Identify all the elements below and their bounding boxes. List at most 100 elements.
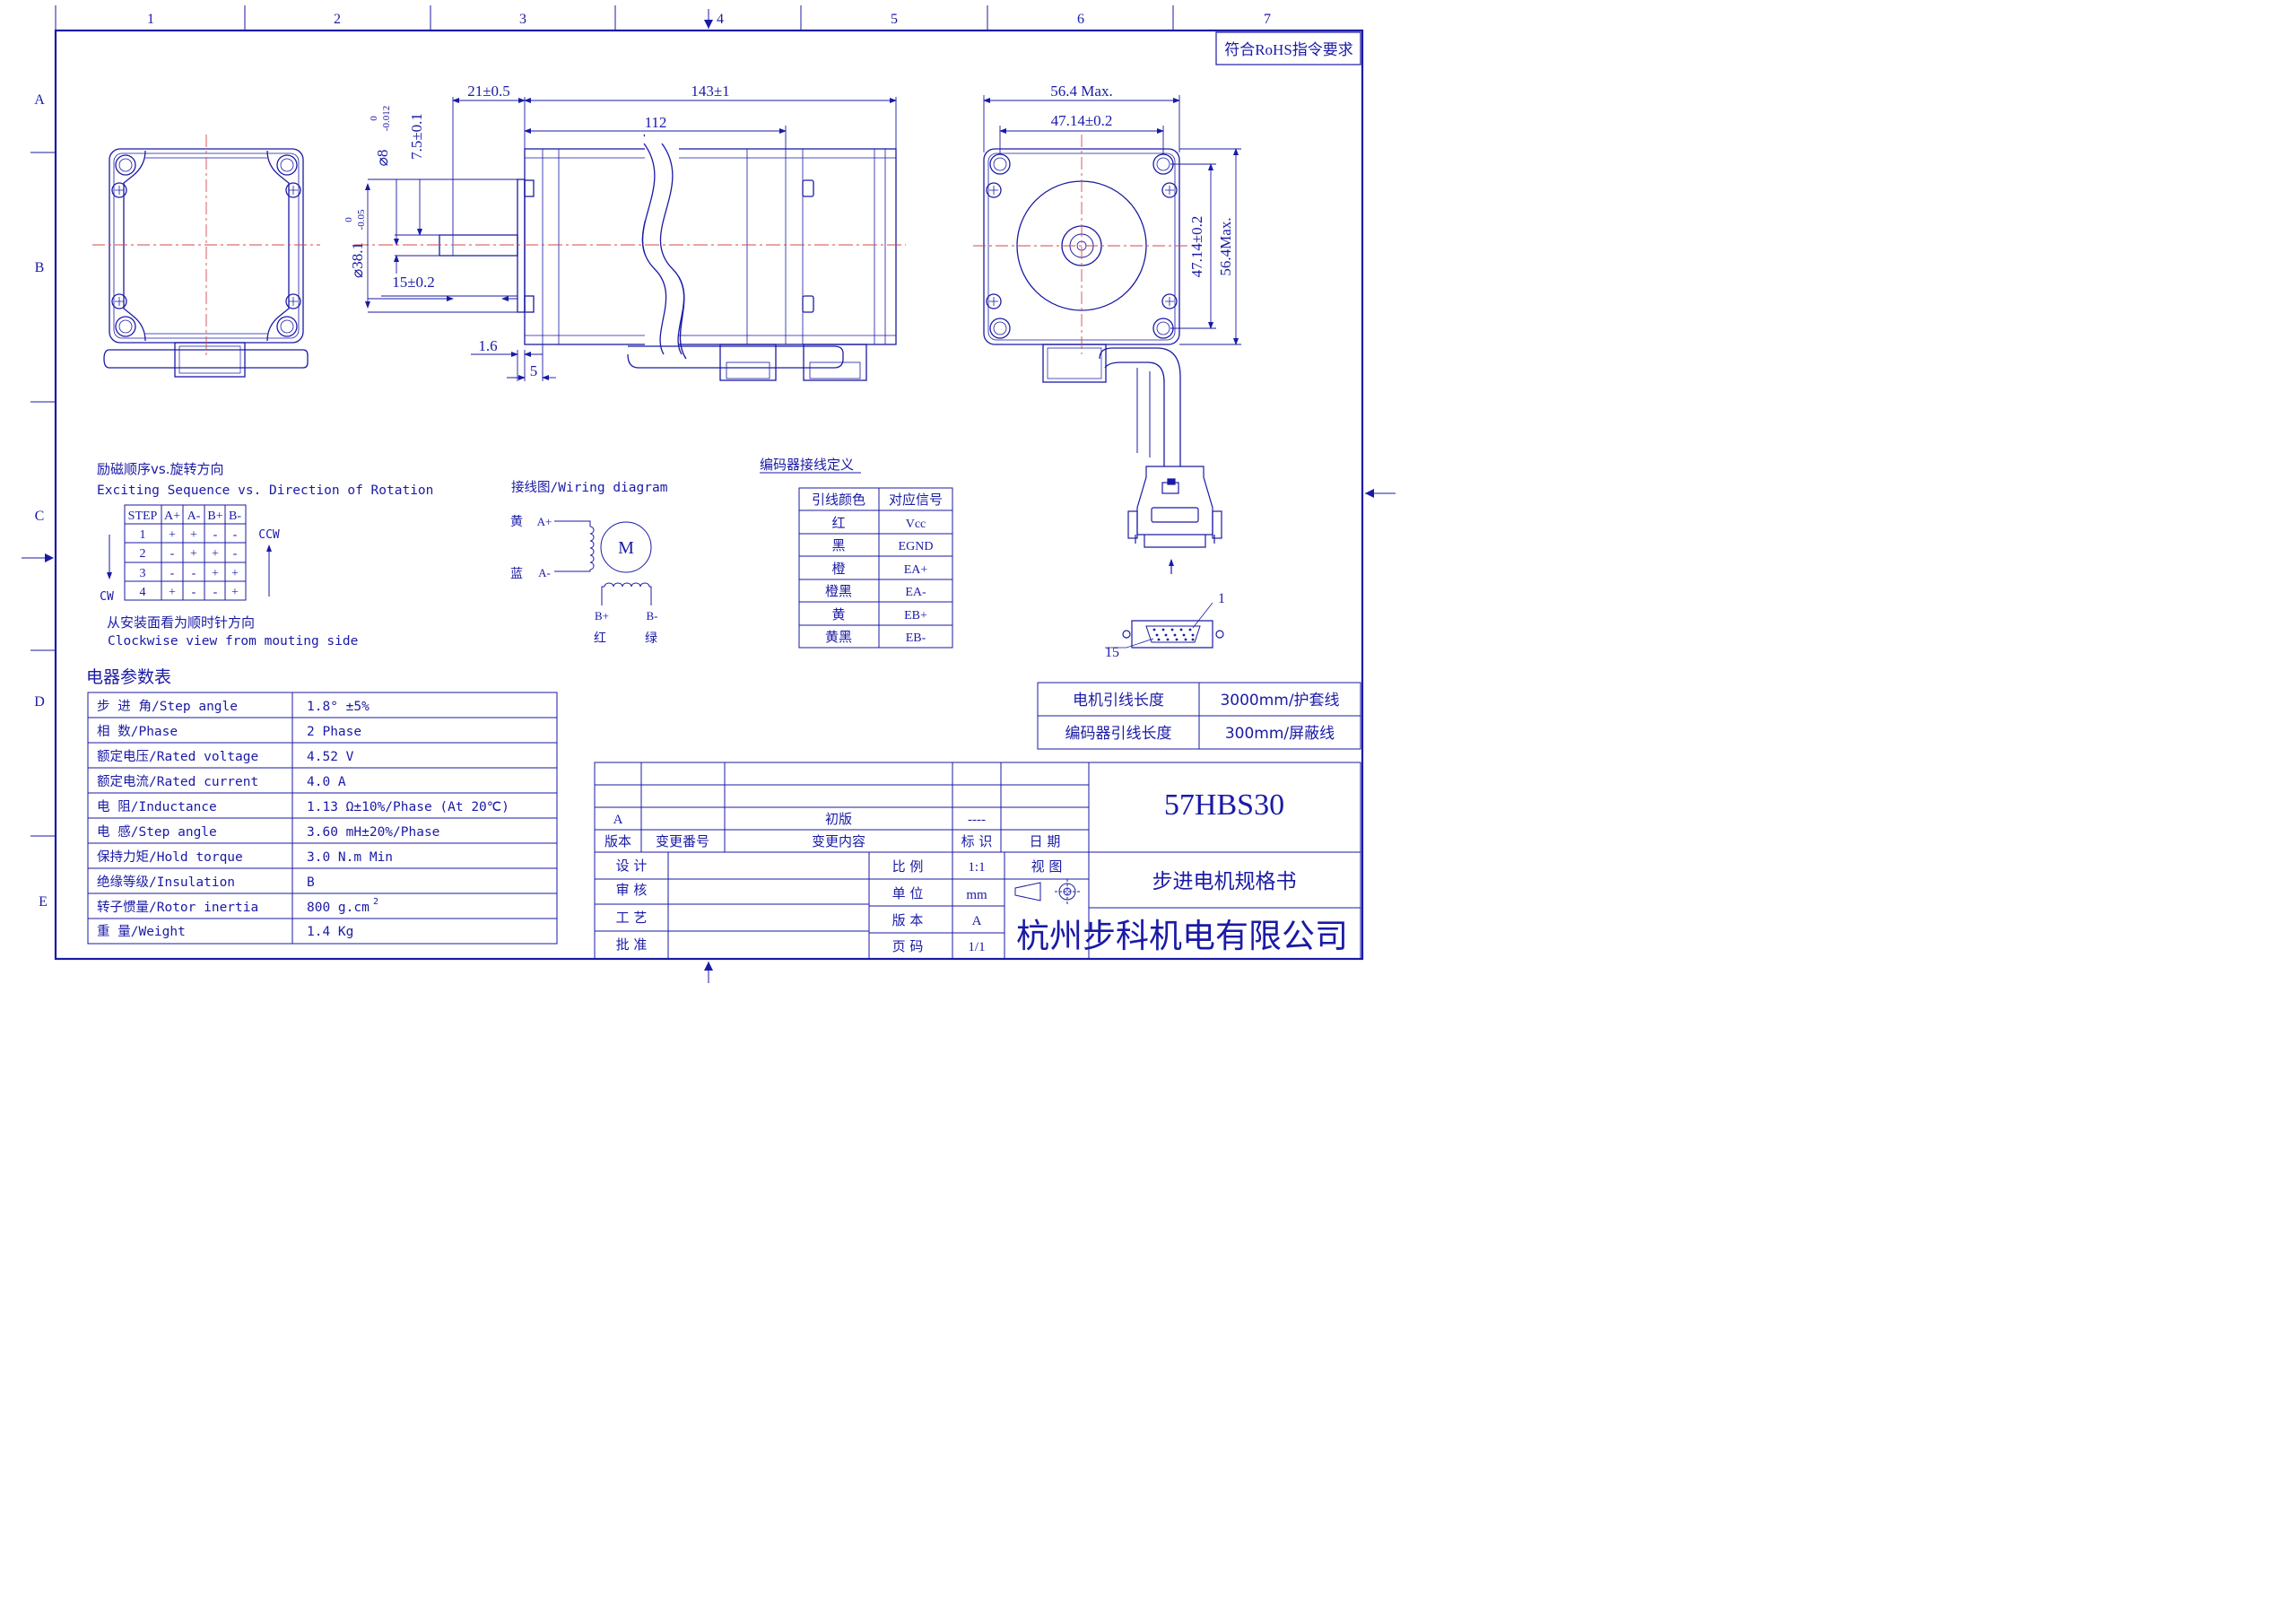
exciting-header: STEP [128, 509, 158, 523]
dim-112: 112 [645, 114, 667, 131]
electrical-title: 电器参数表 [86, 667, 171, 687]
encoder-color: 橙黑 [825, 583, 852, 599]
view-label: 视 图 [1031, 858, 1063, 875]
param-value: 3.0 N.m Min [307, 850, 393, 865]
lead-length-table: 电机引线长度 3000mm/护套线 编码器引线长度 300mm/屏蔽线 [1037, 682, 1361, 750]
ccw-label: CCW [258, 528, 280, 542]
db15-leaders [1105, 602, 1213, 649]
param-name: 额定电压/Rated voltage [97, 749, 258, 764]
pin-1-label: 1 [1218, 591, 1225, 606]
row-label: D [34, 694, 45, 710]
drawing-sheet: 1 2 3 4 5 6 7 A B C D E 符合RoHS指令要求 [0, 0, 1406, 987]
electrical-table: 电器参数表 步 进 角/Step angle 1.8° ±5% 相 数/Phas… [86, 667, 558, 945]
a-minus-color: 蓝 [510, 567, 523, 581]
param-name: 相 数/Phase [97, 724, 178, 739]
param-name: 电 阻/Inductance [97, 799, 217, 814]
approval-label: 设 计 [616, 858, 648, 874]
revision-header: 版本 [604, 833, 631, 849]
exciting-cell: - [233, 547, 238, 561]
revision-mark: ---- [968, 813, 986, 827]
rear-view [973, 135, 1193, 466]
column-labels: 1 2 3 4 5 6 7 [147, 12, 1271, 27]
row-label: A [34, 92, 45, 108]
dim-143: 143±1 [691, 83, 729, 100]
dim-pilot-tol-bot: -0.05 [356, 209, 367, 230]
exciting-cell: + [190, 547, 197, 561]
param-value: 2 Phase [307, 725, 361, 739]
param-name: 重 量/Weight [97, 924, 186, 939]
b-plus-color: 红 [594, 631, 606, 646]
exciting-note-cn: 从安装面看为顺时针方向 [107, 614, 255, 631]
exciting-note-en: Clockwise view from mouting side [108, 634, 358, 649]
exciting-cell: 2 [140, 547, 146, 561]
side-view [354, 134, 906, 381]
prop-label: 单 位 [892, 885, 924, 901]
exciting-cell: - [170, 567, 175, 580]
exciting-title-cn: 励磁顺序vs.旋转方向 [97, 461, 223, 477]
row-labels: A B C D E [34, 92, 48, 910]
a-plus-label: A+ [537, 515, 552, 528]
exciting-sequence: 励磁顺序vs.旋转方向 Exciting Sequence vs. Direct… [97, 461, 433, 649]
encoder-table: 编码器接线定义 引线颜色 对应信号 红 Vcc 黑 EGND 橙 EA+ 橙黑 … [760, 457, 953, 649]
rear-dimensions [983, 95, 1241, 345]
param-superscript: 2 [373, 897, 378, 907]
exciting-cell: + [190, 528, 197, 542]
param-value: 1.8° ±5% [307, 700, 370, 714]
b-plus-label: B+ [595, 609, 609, 623]
wiring-diagram: 接线图/Wiring diagram M 黄 A+ 蓝 A- B+ B- 红 绿 [510, 480, 668, 646]
b-minus-color: 绿 [645, 631, 657, 646]
param-value: B [307, 875, 315, 890]
exciting-cell: - [192, 586, 196, 599]
param-value: 4.0 A [307, 775, 346, 789]
dim-pilot-tol-top: 0 [344, 217, 354, 222]
row-label: B [35, 260, 45, 275]
dim-47-14-v: 47.14±0.2 [1188, 216, 1205, 278]
prop-label: 比 例 [892, 858, 924, 875]
revision-header: 日 期 [1030, 833, 1061, 849]
encoder-color: 黄 [831, 606, 845, 623]
revision-content: 初版 [825, 811, 852, 827]
pin-15-label: 15 [1105, 645, 1119, 660]
approval-label: 审 核 [616, 882, 648, 898]
exciting-table: STEP A+ A- B+ B- 1 + + - - 2 - + + - 3 -… [128, 509, 242, 599]
dim-56-4-max-v: 56.4Max. [1217, 217, 1234, 275]
encoder-signal: EGND [899, 540, 934, 553]
param-value: 800 g.cm [307, 901, 370, 915]
encoder-signal: EA- [905, 586, 926, 599]
projection-symbol [1014, 879, 1080, 904]
dim-shaft-tol-top: 0 [369, 116, 379, 121]
encoder-signal: EA+ [904, 563, 928, 577]
exciting-cell: - [233, 528, 238, 542]
prop-value: 1:1 [968, 860, 985, 875]
param-name: 转子惯量/Rotor inertia [97, 900, 258, 915]
dim-flat: 7.5±0.1 [408, 113, 425, 160]
revision-header: 标 识 [961, 833, 993, 849]
title-block: A 初版 ---- 版本 变更番号 变更内容 标 识 日 期 设 计 审 核 工… [594, 762, 1361, 960]
encoder-header: 引线颜色 [812, 492, 865, 508]
param-value: 3.60 mH±20%/Phase [307, 825, 439, 840]
lead-label: 电机引线长度 [1073, 692, 1164, 710]
exciting-cell: - [192, 567, 196, 580]
company-name: 杭州步科机电有限公司 [1016, 917, 1348, 955]
encoder-connector [1122, 466, 1224, 649]
param-name: 电 感/Step angle [97, 824, 217, 840]
doc-title: 步进电机规格书 [1152, 870, 1297, 893]
dim-shaft-tol-bot: -0.012 [381, 106, 392, 131]
exciting-cell: 4 [140, 586, 146, 599]
exciting-cell: - [170, 547, 175, 561]
col-label: 3 [519, 12, 526, 27]
wiring-title: 接线图/Wiring diagram [511, 480, 668, 495]
cw-label: CW [100, 590, 114, 604]
prop-value: A [972, 914, 982, 928]
side-dimensions [365, 97, 897, 381]
prop-label: 版 本 [892, 912, 924, 928]
exciting-cell: + [169, 528, 176, 542]
dim-5: 5 [530, 362, 538, 379]
approval-label: 工 艺 [616, 910, 648, 926]
frame-center-marks [45, 20, 1374, 971]
db15-pins [1152, 628, 1195, 641]
exciting-cell: + [212, 567, 219, 580]
rohs-note: 符合RoHS指令要求 [1224, 41, 1353, 58]
lead-value: 300mm/屏蔽线 [1225, 725, 1335, 743]
exciting-cell: 3 [140, 567, 146, 580]
